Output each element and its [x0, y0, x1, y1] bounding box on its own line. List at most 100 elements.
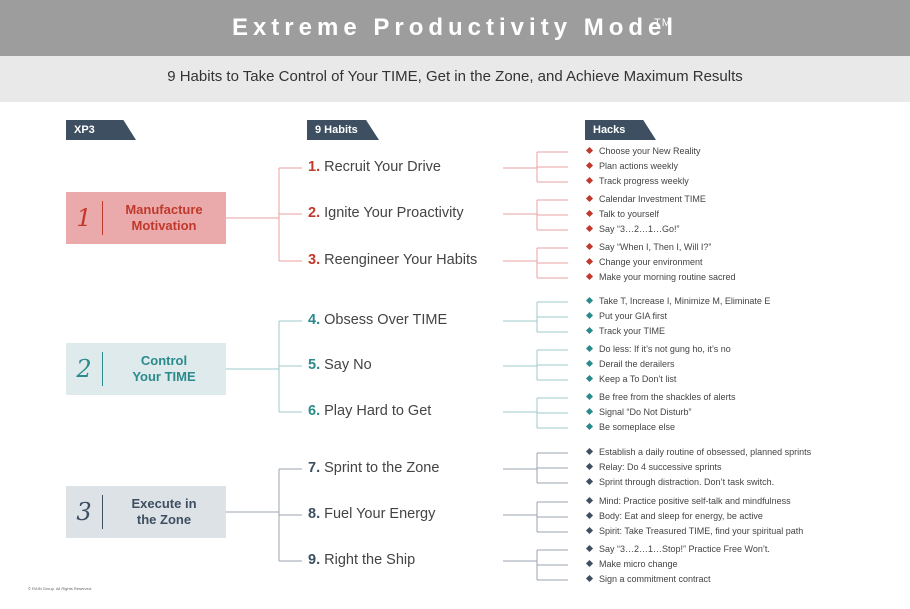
hack-item: Establish a daily routine of obsessed, p… [585, 447, 812, 457]
hack-item: Make micro change [585, 559, 678, 569]
habit-number: 5. [308, 357, 321, 373]
diamond-bullet-icon [585, 311, 594, 320]
diamond-bullet-icon [585, 447, 594, 456]
diamond-bullet-icon [585, 574, 594, 583]
habit-number: 9. [308, 552, 321, 568]
hack-item: Sign a commitment contract [585, 574, 711, 584]
hack-text: Say “When I, Then I, Will I?” [599, 242, 712, 252]
habit-number: 1. [308, 159, 321, 175]
diamond-bullet-icon [585, 374, 594, 383]
hack-item: Say “When I, Then I, Will I?” [585, 242, 712, 252]
habit-item: 2. Ignite Your Proactivity [308, 205, 464, 221]
hack-item: Be free from the shackles of alerts [585, 392, 736, 402]
diamond-bullet-icon [585, 326, 594, 335]
habit-text: Play Hard to Get [320, 403, 432, 419]
hack-item: Spirit: Take Treasured TIME, find your s… [585, 526, 803, 536]
habit-item: 3. Reengineer Your Habits [308, 252, 477, 268]
habit-number: 2. [308, 205, 321, 221]
habit-item: 9. Right the Ship [308, 552, 415, 568]
habit-text: Recruit Your Drive [320, 159, 441, 175]
column-tag-hacks: Hacks [585, 120, 656, 140]
diamond-bullet-icon [585, 559, 594, 568]
trademark-mark: TM [654, 17, 672, 29]
title-bar [0, 0, 910, 56]
habit-number: 7. [308, 460, 321, 476]
hack-text: Be free from the shackles of alerts [599, 392, 736, 402]
diamond-bullet-icon [585, 146, 594, 155]
hack-text: Take T, Increase I, Minimize M, Eliminat… [599, 296, 771, 306]
diamond-bullet-icon [585, 176, 594, 185]
xp3-label: Manufacture Motivation [125, 202, 203, 233]
habit-number: 3. [308, 252, 321, 268]
xp3-divider [102, 201, 103, 235]
diamond-bullet-icon [585, 359, 594, 368]
hack-item: Say “3…2…1…Go!” [585, 224, 680, 234]
diamond-bullet-icon [585, 194, 594, 203]
diamond-bullet-icon [585, 392, 594, 401]
habit-number: 6. [308, 403, 321, 419]
habit-text: Right the Ship [320, 552, 416, 568]
page-title: Extreme Productivity Model [231, 14, 679, 41]
hack-item: Derail the derailers [585, 359, 675, 369]
hack-text: Talk to yourself [599, 209, 660, 219]
copyright-text: © RAIN Group. All Rights Reserved. [28, 586, 93, 591]
habit-text: Ignite Your Proactivity [320, 205, 464, 221]
hack-text: Make micro change [599, 559, 678, 569]
hack-item: Relay: Do 4 successive sprints [585, 462, 722, 472]
hack-item: Mind: Practice positive self-talk and mi… [585, 496, 791, 506]
xp3-divider [102, 352, 103, 386]
diamond-bullet-icon [585, 526, 594, 535]
hack-item: Signal “Do Not Disturb” [585, 407, 692, 417]
hack-text: Establish a daily routine of obsessed, p… [599, 447, 812, 457]
hack-text: Be someplace else [599, 422, 676, 432]
subtitle-bar [0, 56, 910, 102]
diamond-bullet-icon [585, 209, 594, 218]
hack-text: Plan actions weekly [599, 161, 679, 171]
hack-text: Derail the derailers [599, 359, 675, 369]
habit-item: 1. Recruit Your Drive [308, 159, 441, 175]
diamond-bullet-icon [585, 344, 594, 353]
habit-item: 5. Say No [308, 357, 372, 373]
habit-number: 8. [308, 506, 321, 522]
hack-item: Choose your New Reality [585, 146, 701, 156]
hack-text: Mind: Practice positive self-talk and mi… [599, 496, 791, 506]
hack-item: Calendar Investment TIME [585, 194, 706, 204]
diamond-bullet-icon [585, 496, 594, 505]
hack-text: Calendar Investment TIME [599, 194, 706, 204]
hack-item: Say “3…2…1…Stop!” Practice Free Won’t. [585, 544, 770, 554]
hack-text: Say “3…2…1…Stop!” Practice Free Won’t. [599, 544, 770, 554]
hack-text: Body: Eat and sleep for energy, be activ… [599, 511, 763, 521]
hack-text: Track progress weekly [599, 176, 689, 186]
diamond-bullet-icon [585, 272, 594, 281]
hack-item: Put your GIA first [585, 311, 667, 321]
diamond-bullet-icon [585, 407, 594, 416]
xp3-number: 3 [76, 498, 92, 526]
xp3-label: Control Your TIME [132, 353, 196, 384]
hack-text: Relay: Do 4 successive sprints [599, 462, 722, 472]
diamond-bullet-icon [585, 511, 594, 520]
hack-text: Sign a commitment contract [599, 574, 711, 584]
habit-text: Fuel Your Energy [320, 506, 436, 522]
habit-number: 4. [308, 312, 321, 328]
diamond-bullet-icon [585, 462, 594, 471]
hack-item: Track your TIME [585, 326, 665, 336]
column-tag-habits: 9 Habits [307, 120, 379, 140]
hack-text: Keep a To Don’t list [599, 374, 677, 384]
hack-text: Say “3…2…1…Go!” [599, 224, 680, 234]
habit-item: 4. Obsess Over TIME [308, 312, 447, 328]
hack-text: Choose your New Reality [599, 146, 701, 156]
hack-text: Signal “Do Not Disturb” [599, 407, 692, 417]
hack-item: Body: Eat and sleep for energy, be activ… [585, 511, 763, 521]
hack-text: Do less: If it’s not gung ho, it’s no [599, 344, 731, 354]
xp3-label: Execute in the Zone [131, 496, 197, 527]
habit-text: Sprint to the Zone [320, 460, 440, 476]
habit-text: Say No [320, 357, 372, 373]
habit-item: 8. Fuel Your Energy [308, 506, 435, 522]
diamond-bullet-icon [585, 477, 594, 486]
diamond-bullet-icon [585, 544, 594, 553]
hack-item: Track progress weekly [585, 176, 689, 186]
hack-text: Change your environment [599, 257, 703, 267]
column-tag-xp3: XP3 [66, 120, 136, 140]
